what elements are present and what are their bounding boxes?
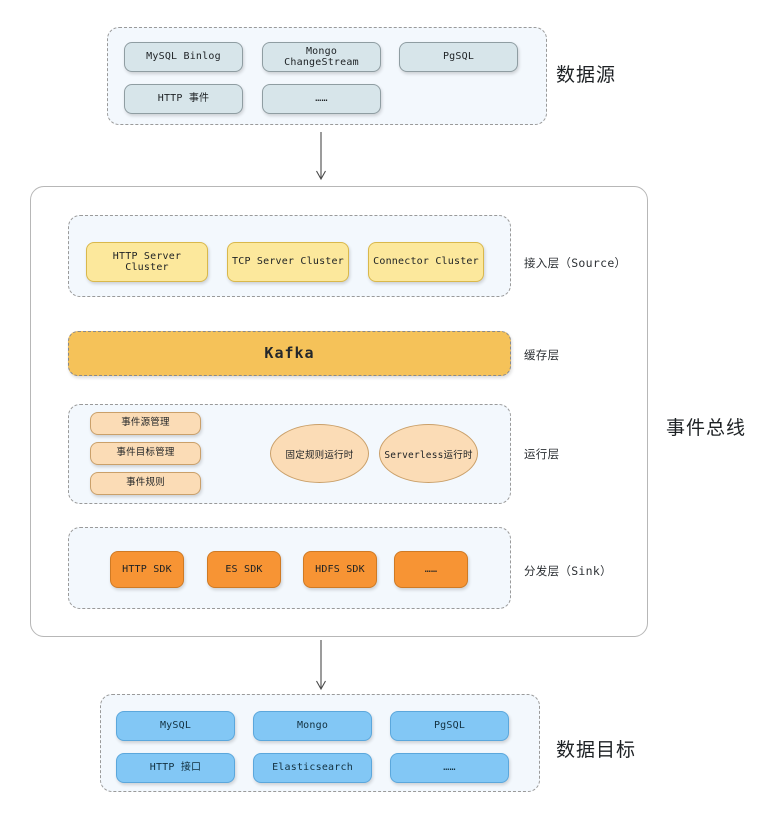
node-label: Elasticsearch: [272, 762, 353, 774]
node-label: MySQL Binlog: [146, 51, 221, 63]
node-label: ……: [424, 563, 438, 575]
node-label: HTTP 事件: [157, 93, 210, 105]
node-kafka[interactable]: Kafka: [68, 331, 511, 376]
node-label: HTTP SDK: [122, 563, 172, 575]
node-hdfs-sdk[interactable]: HDFS SDK: [303, 551, 377, 588]
node-source-more[interactable]: ……: [262, 84, 381, 114]
label-sink-layer: 分发层（Sink）: [524, 564, 612, 578]
arrow-bus-to-target-icon: [316, 640, 326, 691]
node-event-target-management[interactable]: 事件目标管理: [90, 442, 201, 465]
node-label: Mongo: [296, 720, 329, 732]
node-http-sdk[interactable]: HTTP SDK: [110, 551, 184, 588]
node-label: HTTP Server Cluster: [112, 250, 182, 274]
node-label: HDFS SDK: [315, 563, 365, 575]
node-tcp-server-cluster[interactable]: TCP Server Cluster: [227, 242, 349, 282]
label-data-source: 数据源: [556, 64, 617, 86]
label-source-layer: 接入层（Source）: [524, 256, 627, 270]
node-es-sdk[interactable]: ES SDK: [207, 551, 281, 588]
node-serverless-runtime[interactable]: Serverless运行时: [379, 424, 478, 483]
node-event-source-management[interactable]: 事件源管理: [90, 412, 201, 435]
label-data-target: 数据目标: [556, 739, 637, 761]
node-mysql-target[interactable]: MySQL: [116, 711, 235, 741]
node-label: PgSQL: [433, 720, 466, 732]
node-event-rules[interactable]: 事件规则: [90, 472, 201, 495]
node-label: Serverless运行时: [384, 449, 473, 461]
node-label: 固定规则运行时: [285, 449, 354, 461]
node-sink-more[interactable]: ……: [394, 551, 468, 588]
node-label: HTTP 接口: [149, 762, 202, 774]
node-label: TCP Server Cluster: [232, 256, 344, 268]
label-event-bus: 事件总线: [666, 417, 747, 439]
node-pgsql-target[interactable]: PgSQL: [390, 711, 509, 741]
node-label: PgSQL: [442, 51, 475, 63]
node-pgsql-source[interactable]: PgSQL: [399, 42, 518, 72]
node-label: ES SDK: [225, 563, 263, 575]
node-label: 事件目标管理: [116, 447, 175, 459]
node-mongo-changestream[interactable]: Mongo ChangeStream: [262, 42, 381, 72]
node-mongo-target[interactable]: Mongo: [253, 711, 372, 741]
node-target-more[interactable]: ……: [390, 753, 509, 783]
label-cache-layer: 缓存层: [524, 348, 560, 362]
label-runtime-layer: 运行层: [524, 447, 560, 461]
node-fixed-rule-runtime[interactable]: 固定规则运行时: [270, 424, 369, 483]
node-mysql-binlog[interactable]: MySQL Binlog: [124, 42, 243, 72]
node-http-interface[interactable]: HTTP 接口: [116, 753, 235, 783]
node-label: Mongo ChangeStream: [284, 45, 359, 69]
arrow-source-to-bus-icon: [316, 132, 326, 181]
node-label: MySQL: [159, 720, 192, 732]
node-label: Kafka: [264, 343, 315, 362]
node-http-event[interactable]: HTTP 事件: [124, 84, 243, 114]
node-label: Connector Cluster: [373, 256, 479, 268]
node-label: 事件规则: [126, 477, 165, 489]
node-label: ……: [315, 93, 328, 105]
node-elasticsearch[interactable]: Elasticsearch: [253, 753, 372, 783]
node-connector-cluster[interactable]: Connector Cluster: [368, 242, 484, 282]
node-label: 事件源管理: [121, 417, 170, 429]
node-label: ……: [443, 762, 456, 774]
node-http-server-cluster[interactable]: HTTP Server Cluster: [86, 242, 208, 282]
